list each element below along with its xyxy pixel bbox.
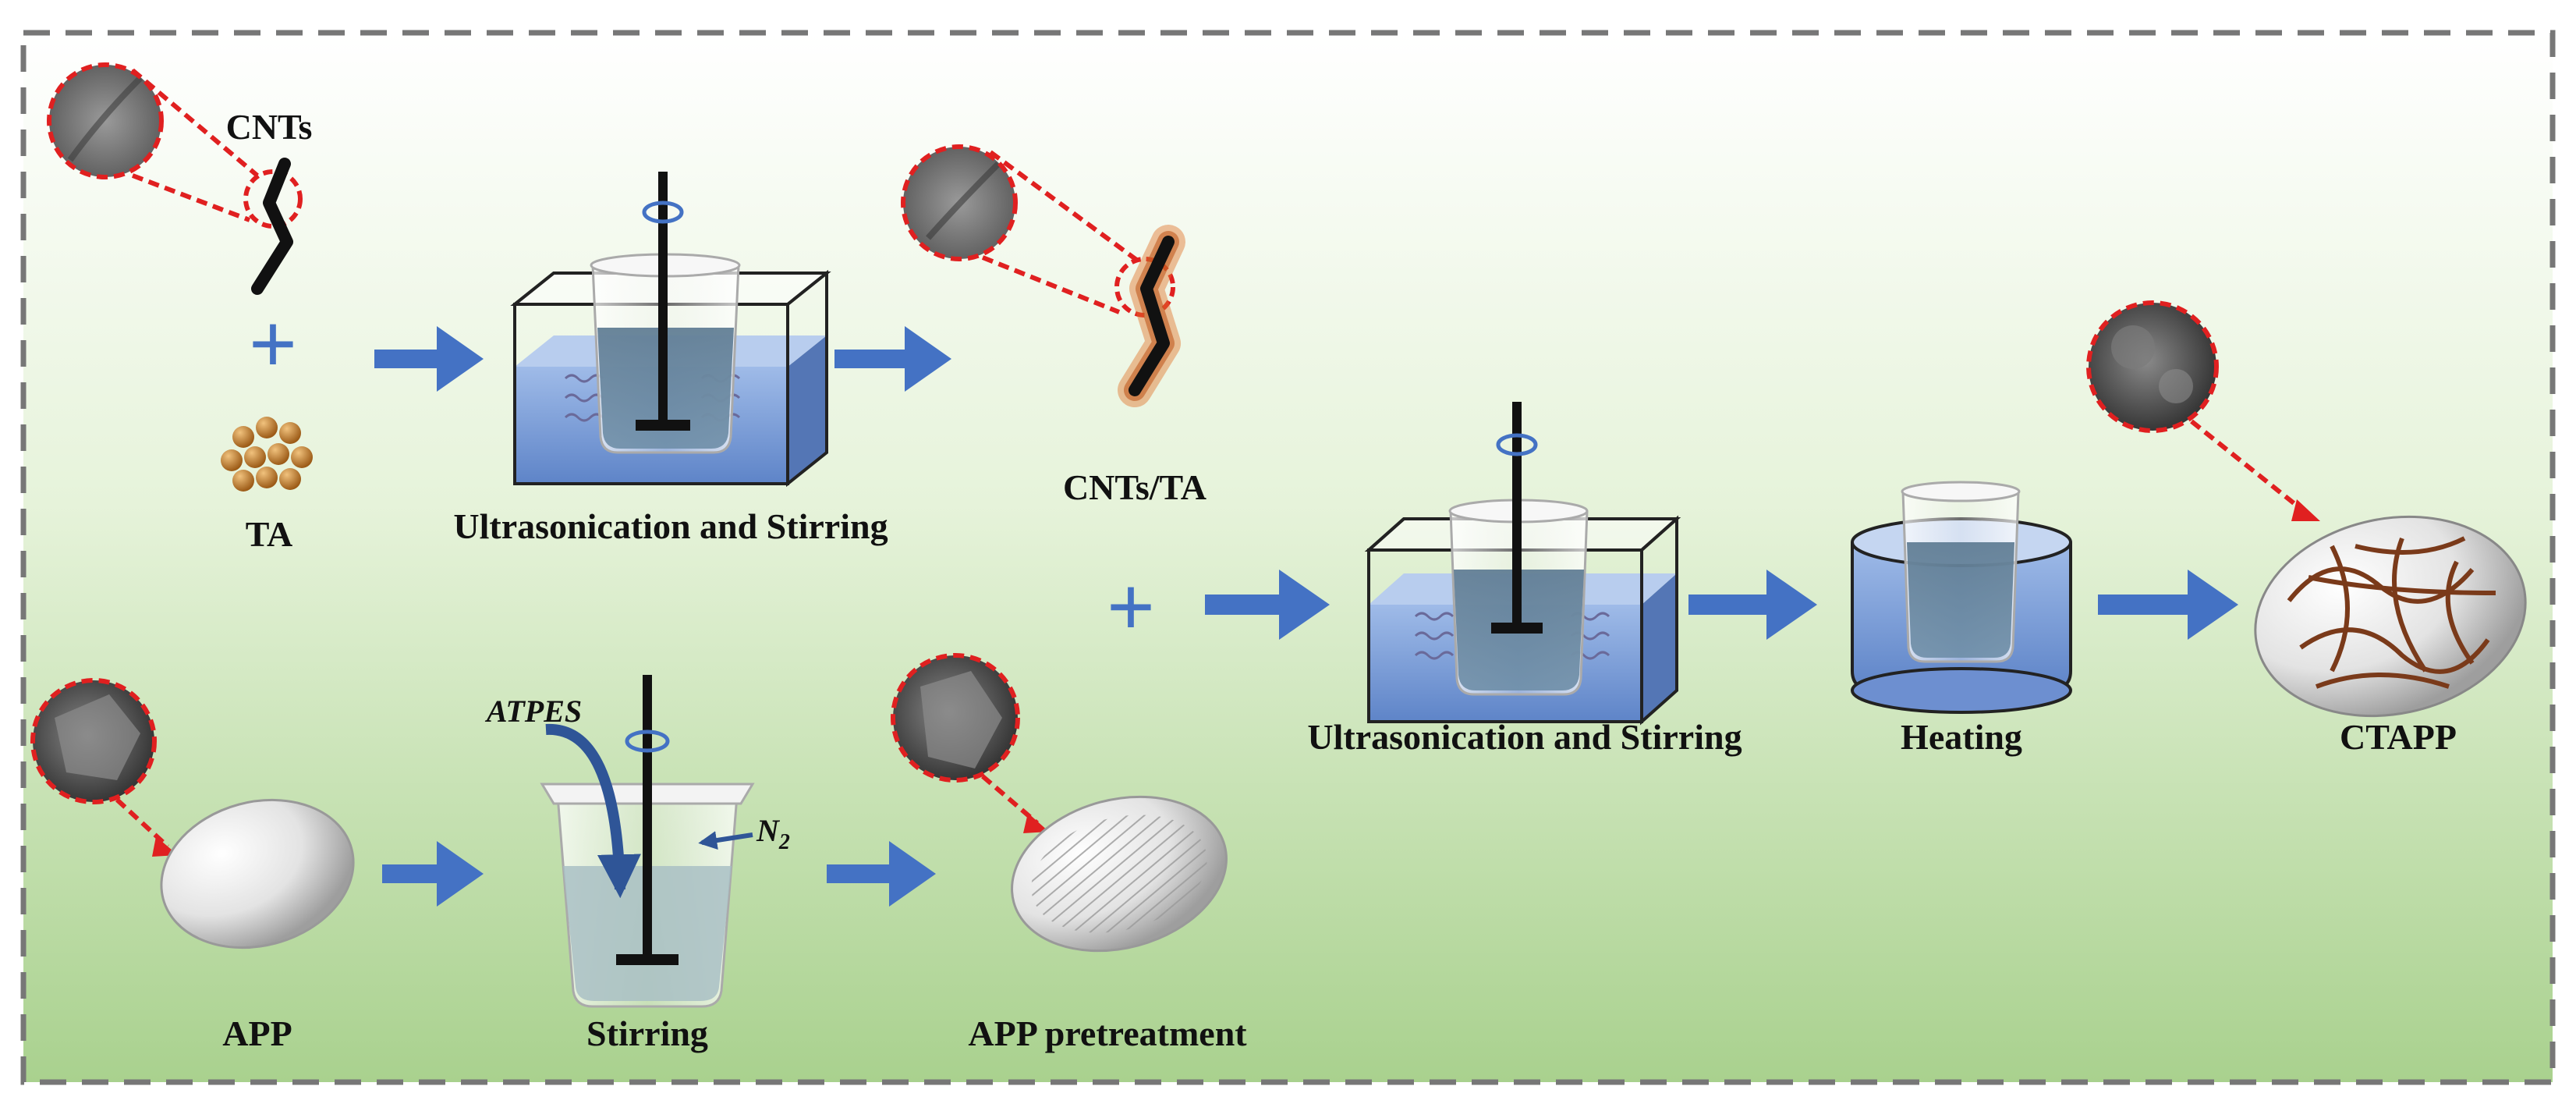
label-heating: Heating: [1901, 717, 2022, 757]
heating-bath-icon: [1851, 481, 2072, 714]
panel-background: [23, 33, 2553, 1082]
plus-sign-2: +: [1107, 559, 1156, 655]
label-app: APP: [222, 1013, 292, 1053]
app-treated-particle-icon: [1011, 795, 1228, 953]
app-pretreatment-sem-inset: [891, 653, 1049, 833]
dashed-frame: [20, 30, 2556, 1085]
atpes-feed-arrow-icon: [545, 723, 641, 899]
flow-arrow-icon-6: [382, 841, 484, 907]
label-atpes: ATPES: [484, 694, 582, 729]
rotation-icon: [642, 201, 684, 224]
stirrer-icon-2: [1491, 402, 1543, 634]
n2-feed-arrow-icon: [698, 831, 753, 850]
flow-arrow-icon-7: [827, 841, 936, 907]
flow-arrow-icon: [374, 326, 484, 392]
label-n2: N2: [756, 813, 790, 854]
ctapp-sem-inset: [2086, 300, 2320, 521]
rotation-icon-2: [1496, 433, 1538, 456]
cnts-sem-inset: [47, 62, 303, 229]
cnt-coated-icon: [1118, 225, 1185, 407]
cnt-icon: [251, 158, 293, 295]
label-ctapp: CTAPP: [2340, 717, 2457, 757]
label-ultrasonication-1: Ultrasonication and Stirring: [453, 506, 888, 546]
rotation-icon-3: [625, 729, 670, 753]
label-ta: TA: [246, 514, 293, 554]
flow-arrow-icon-2: [834, 326, 951, 392]
app-particle-icon: [160, 798, 355, 949]
flow-arrow-icon-5: [2098, 570, 2238, 640]
ta-particles-icon: [221, 417, 313, 492]
flow-arrow-icon-4: [1688, 570, 1817, 640]
stirrer-icon: [636, 172, 690, 431]
label-stirring: Stirring: [586, 1013, 708, 1053]
flow-arrow-icon-3: [1205, 570, 1330, 640]
ctapp-particle-icon: [2254, 515, 2527, 718]
label-cnts-ta: CNTs/TA: [1063, 467, 1207, 507]
label-cnts: CNTs: [226, 107, 313, 147]
label-ultrasonication-2: Ultrasonication and Stirring: [1307, 717, 1742, 757]
app-sem-inset: [30, 678, 178, 857]
plus-sign-1: +: [249, 296, 298, 392]
label-app-pretreatment: APP pretreatment: [968, 1013, 1247, 1053]
stirrer-icon-3: [616, 675, 679, 965]
cnts-ta-sem-inset: [901, 144, 1175, 318]
